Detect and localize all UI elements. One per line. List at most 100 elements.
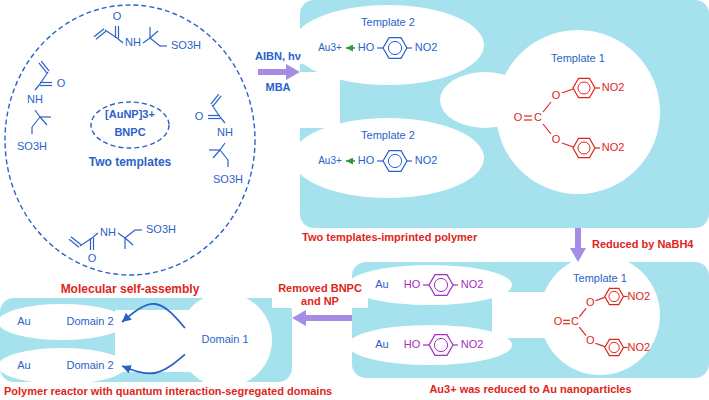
node-label: Au	[11, 359, 37, 372]
panel-heading: Au3+ was reduced to Au nanoparticles	[352, 383, 709, 396]
imprinted-cavity	[492, 292, 562, 338]
node-label: Domain 1	[185, 333, 265, 346]
chemical-bond	[41, 61, 49, 71]
chemical-bond	[377, 47, 383, 48]
benzene-ring	[383, 38, 407, 59]
chemical-bond	[118, 233, 125, 238]
note-label: MBA	[265, 81, 290, 94]
benzene-ring	[605, 339, 624, 355]
chemical-bond	[623, 347, 627, 348]
reaction-condition: Removed BNPC and NP	[272, 282, 368, 308]
template-ellipse: [AuNP]3+ BNPC	[90, 101, 170, 149]
node-label: Domain 2	[58, 315, 122, 328]
chem-label: SO3H	[213, 173, 243, 186]
chem-label: SO3H	[146, 223, 176, 236]
chemical-bond	[80, 238, 92, 246]
chemical-bond	[124, 238, 125, 249]
chem-label: HO	[358, 41, 375, 54]
chem-label: O	[88, 252, 97, 265]
node-label: Domain 2	[58, 359, 122, 372]
chemical-bond	[595, 87, 600, 88]
reaction-condition: Reduced by NaBH4	[590, 238, 695, 251]
benzene-ring	[573, 138, 595, 157]
panel-heading: BNPC	[90, 126, 170, 139]
chem-label: O	[195, 110, 204, 123]
node-label: Template 2	[308, 129, 468, 142]
chemical-bond	[135, 229, 142, 230]
reaction-arrow	[575, 228, 581, 248]
chemical-bond	[220, 150, 228, 160]
chemical-bond	[115, 26, 116, 38]
chem-label: NO2	[602, 141, 625, 154]
chemical-bond	[623, 296, 627, 297]
panel-heading: [AuNP]3+	[90, 108, 170, 121]
chemical-bond	[524, 119, 532, 120]
chemical-bond	[562, 143, 573, 147]
chem-label: O	[514, 111, 523, 124]
chem-label: O	[554, 315, 563, 328]
chemical-bond	[407, 160, 412, 161]
chem-label: HO	[358, 154, 375, 167]
chemical-bond	[423, 284, 429, 285]
node-label: Au3+	[315, 42, 345, 54]
chemical-bond	[579, 327, 586, 336]
imprinted-cavity	[348, 325, 512, 365]
chemical-bond	[407, 47, 412, 48]
node-label: Au	[368, 338, 396, 351]
coordination-arrow	[346, 160, 355, 162]
coordination-arrow	[346, 47, 355, 49]
chemical-bond	[40, 82, 52, 83]
polymer-panel: AuAuDomain 2Domain 2Domain 1Polymer reac…	[0, 298, 292, 382]
chem-label: NO2	[627, 290, 650, 303]
chemical-bond	[92, 233, 98, 238]
chemical-bond	[149, 27, 150, 38]
chem-label: NH	[27, 93, 43, 106]
node-label: Au	[11, 315, 37, 328]
chem-label: NO2	[415, 154, 438, 167]
chemical-bond	[208, 115, 220, 116]
reaction-arrow	[306, 315, 352, 321]
chemical-bond	[150, 31, 158, 38]
chem-label: NO2	[627, 341, 650, 354]
chemical-bond	[71, 237, 81, 245]
chemical-bond	[40, 117, 47, 125]
imprinted-cavity	[496, 30, 660, 194]
chemical-bond	[227, 160, 228, 167]
chemical-bond	[208, 118, 220, 119]
chem-label: NH	[217, 126, 233, 139]
benzene-ring	[605, 288, 624, 304]
chemical-bond	[377, 160, 383, 161]
chemical-bond	[220, 117, 225, 123]
interaction-arrow	[122, 304, 185, 328]
chemical-bond	[524, 115, 532, 116]
chem-label: NO2	[461, 338, 484, 351]
imprinted-cavity	[300, 72, 340, 128]
polymer-panel: Au3+Template 2Au3+Template 2Template 1Tw…	[300, 0, 709, 228]
chemical-bond	[117, 38, 123, 43]
chemical-bond	[213, 150, 220, 158]
chemical-bond	[595, 343, 604, 346]
imprinted-cavity	[348, 265, 512, 305]
chemical-bond	[69, 239, 79, 247]
chem-label: NO2	[461, 278, 484, 291]
chemical-bond	[40, 116, 51, 117]
imprinted-cavity	[292, 118, 484, 198]
chemical-bond	[40, 85, 52, 86]
chemical-bond	[31, 127, 32, 134]
node-outline	[300, 0, 709, 228]
chemical-bond	[143, 38, 150, 43]
node-label: Template 1	[506, 52, 650, 65]
node-label: Template 1	[548, 272, 652, 285]
chemical-bond	[453, 344, 458, 345]
benzene-ring	[429, 335, 453, 356]
node-label: Template 2	[308, 16, 468, 29]
chemical-bond	[595, 297, 604, 300]
imprinted-cavity	[440, 72, 530, 128]
chemical-bond	[94, 29, 104, 37]
chemical-bond	[90, 238, 91, 250]
reaction-arrow	[258, 69, 286, 75]
chemical-bond	[35, 110, 40, 117]
chemical-bond	[211, 94, 219, 104]
chemical-bond	[96, 31, 106, 39]
reaction-condition: AIBN, hν	[253, 50, 303, 63]
